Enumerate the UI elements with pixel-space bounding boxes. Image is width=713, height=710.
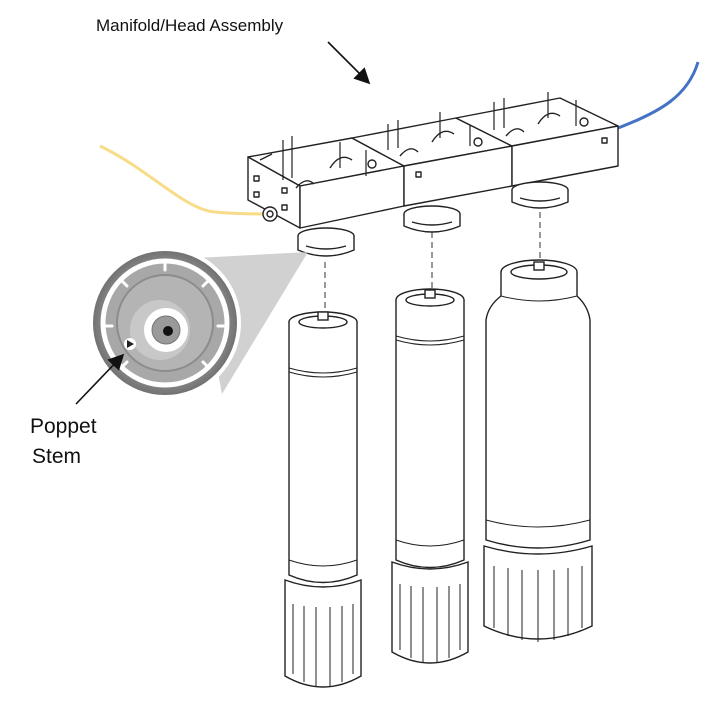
manifold-pointer-arrow xyxy=(327,41,371,85)
manifold-block-1 xyxy=(247,136,405,257)
manifold-head-assembly-label: Manifold/Head Assembly xyxy=(96,16,284,35)
poppet-pointer-arrow xyxy=(75,353,125,405)
manifold-head-assembly xyxy=(247,92,619,257)
poppet-label-line-2: Stem xyxy=(32,445,82,468)
inlet-tube xyxy=(99,144,269,216)
filter-cartridge-1 xyxy=(284,311,362,688)
poppet-stem-label: Poppet Stem xyxy=(30,412,97,472)
manifold-block-2 xyxy=(351,112,513,233)
poppet-label-line-1: Poppet xyxy=(30,415,97,438)
poppet-zoom-detail xyxy=(89,247,241,399)
filter-cartridge-2 xyxy=(391,288,469,664)
filter-cartridge-3 xyxy=(483,259,593,642)
poppet-stem-icon xyxy=(127,340,134,348)
alignment-guides xyxy=(324,212,541,310)
outlet-tube xyxy=(617,61,700,130)
manifold-block-3 xyxy=(455,92,619,209)
